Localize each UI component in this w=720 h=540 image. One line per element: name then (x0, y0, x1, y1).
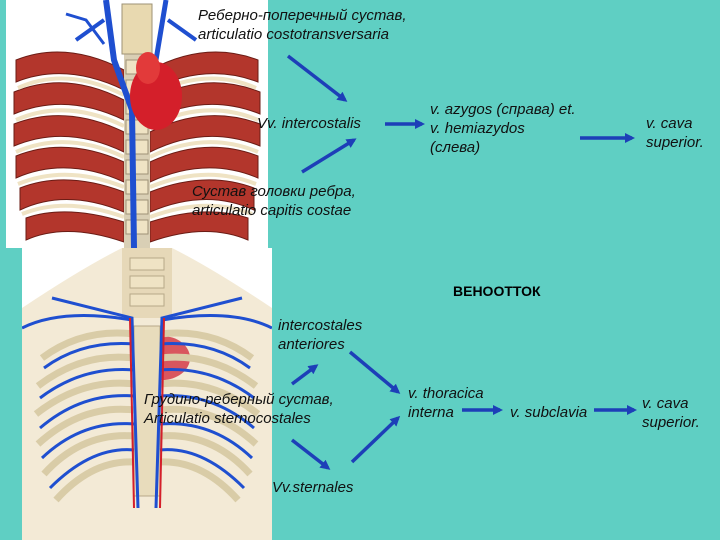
arrow-joint-to-intercostales (290, 364, 319, 386)
vv-sternales-label: Vv.sternales (272, 479, 354, 496)
v-azygos-label: v. azygos (справа) et.v. hemiazydos(слев… (430, 101, 576, 156)
arrow-joint2-to-intercostalis (301, 138, 357, 174)
joint-capitis-costae-label: Сустав головки ребра,articulatio capitis… (192, 183, 356, 219)
arrow-joint-to-sternales (290, 438, 331, 470)
joint-costotransversaria-label: Реберно-поперечный сустав,articulatio co… (198, 7, 407, 43)
joint-sternocostales-label: Грудино-реберный сустав,Articulatio ster… (144, 391, 334, 427)
arrow-intercostales-to-thoracica (348, 350, 401, 394)
diagram-title: ВЕНООТТОК (453, 283, 541, 299)
thorax-posterior-image (6, 0, 268, 248)
v-subclavia-label: v. subclavia (510, 404, 588, 421)
arrow-joint1-to-intercostalis (286, 54, 348, 102)
thorax-anterior-image (22, 248, 272, 540)
vv-intercostalis-label: Vv. intercostalis (257, 115, 361, 132)
arrow-sternales-to-thoracica (350, 415, 401, 464)
